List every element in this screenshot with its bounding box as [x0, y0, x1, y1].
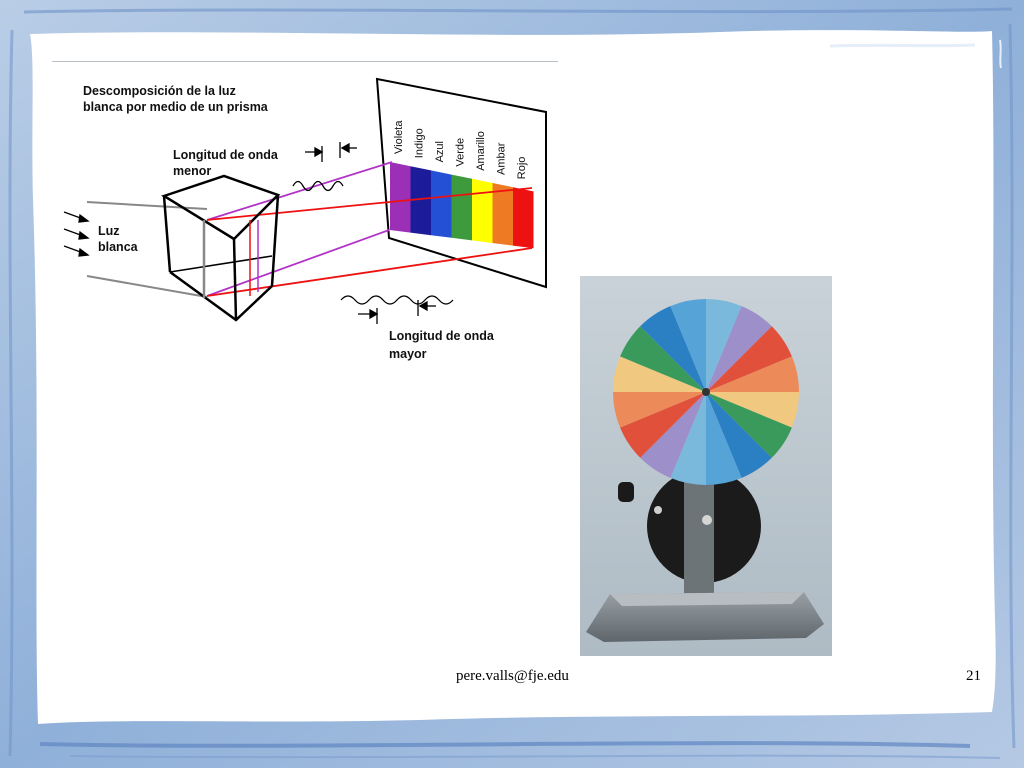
- spectrum-labels: Violeta Indigo Azul Verde Amarillo Ambar Rojo: [393, 120, 528, 180]
- post-bolt: [702, 515, 712, 525]
- wheel-sector: [670, 392, 706, 485]
- wheel-sector: [706, 392, 792, 458]
- short-wave-icon: [292, 180, 344, 192]
- wheel-sector: [706, 392, 742, 485]
- spectrum-label-rojo: Rojo: [516, 157, 528, 180]
- wheel-bolt: [654, 506, 662, 514]
- spectrum-label-indigo: Indigo: [414, 128, 426, 158]
- wheel-sector: [620, 326, 706, 392]
- wheel-sector: [620, 392, 706, 458]
- spectrum-band-rojo: [513, 187, 534, 249]
- wheel-sector: [706, 392, 772, 478]
- violet-ray-top: [206, 161, 393, 221]
- short-wave-label-line1: Longitud de onda: [173, 148, 279, 162]
- wheel-sector: [706, 356, 799, 392]
- red-ray-bottom: [206, 247, 533, 297]
- spectrum-band-verde: [451, 174, 472, 241]
- prism-diagram-title: Descomposición de la luz blanca por medi…: [83, 84, 269, 114]
- diagram-title-line1: Descomposición de la luz: [83, 84, 236, 98]
- spectrum-band-azul: [431, 170, 452, 238]
- wheel-sector: [613, 392, 706, 428]
- long-wave-label-line1: Longitud de onda: [389, 329, 495, 343]
- wheel-hub: [702, 388, 710, 396]
- white-ray-bottom: [86, 275, 208, 298]
- page-number: 21: [966, 668, 981, 684]
- spectrum-band-violeta: [390, 162, 411, 233]
- incoming-light-arrows: [63, 211, 90, 257]
- diagram-title-line2: blanca por medio de un prisma: [83, 100, 269, 114]
- wheel-sector: [706, 326, 792, 392]
- footer-email: pere.valls@fje.edu: [456, 668, 569, 684]
- violet-ray-bottom: [206, 229, 390, 297]
- red-ray-top: [206, 187, 533, 221]
- spectrum-label-azul: Azul: [434, 141, 446, 162]
- long-wave-markers: [358, 300, 436, 324]
- spectrum-band-amarillo: [472, 178, 493, 243]
- color-wheel: [613, 299, 799, 485]
- wheel-sector: [706, 306, 772, 392]
- wheel-sector: [670, 299, 706, 392]
- short-wave-label-line2: menor: [173, 164, 211, 178]
- newton-disc-photo: [580, 276, 832, 656]
- spectrum-label-ambar: Ambar: [496, 142, 508, 175]
- crank-handle: [618, 482, 634, 502]
- wheel-sector: [706, 299, 742, 392]
- long-wave-icon: [340, 295, 454, 305]
- prism-diagram: Descomposición de la luz blanca por medi…: [63, 77, 547, 361]
- wheel-sector: [706, 392, 799, 428]
- header-rule: [52, 61, 558, 62]
- wheel-sector: [640, 306, 706, 392]
- spectrum-label-verde: Verde: [455, 138, 467, 167]
- short-wave-markers: [305, 142, 357, 162]
- white-light-label-line2: blanca: [98, 240, 139, 254]
- white-ray-top: [86, 201, 208, 210]
- spectrum-bands: [390, 162, 534, 249]
- long-wave-label-line2: mayor: [389, 347, 427, 361]
- spectrum-label-violeta: Violeta: [393, 120, 405, 154]
- white-light-label-line1: Luz: [98, 224, 120, 238]
- spectrum-band-indigo: [410, 166, 431, 236]
- spectrum-label-amarillo: Amarillo: [475, 131, 487, 171]
- spectrum-band-ambar: [492, 183, 513, 246]
- wheel-sector: [640, 392, 706, 478]
- wheel-sector: [613, 356, 706, 392]
- stand-post: [684, 476, 714, 594]
- prism: [161, 174, 281, 322]
